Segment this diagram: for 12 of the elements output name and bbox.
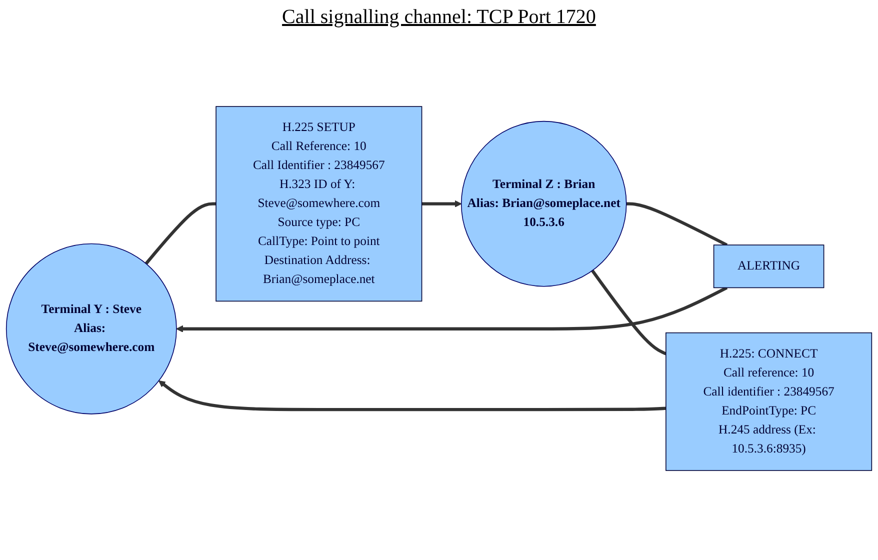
node-box: ALERTING bbox=[713, 244, 824, 288]
connector bbox=[626, 202, 728, 246]
arrow bbox=[158, 380, 666, 412]
node-box: H.225: CONNECT Call reference: 10 Call identifier : 23849567 EndPointType: PC H.245 address (Ex: 10.5.3.6:8935) bbox=[666, 332, 872, 471]
node-circle: Terminal Y : Steve Alias: Steve@somewhere.com bbox=[6, 243, 177, 414]
node-box: H.225 SETUP Call Reference: 10 Call Identifier : 23849567 H.323 ID of Y: Steve@somewhere.com Source type: PC CallType: Point to point Destination Address: Brian@someplace.net bbox=[216, 106, 422, 302]
node-circle: Terminal Z : Brian Alias: Brian@someplace.net 10.5.3.6 bbox=[460, 120, 627, 287]
connector bbox=[591, 270, 667, 356]
connector bbox=[144, 202, 216, 265]
arrow bbox=[176, 286, 728, 332]
diagram-title: Call signalling channel: TCP Port 1720 bbox=[281, 6, 597, 29]
arrow bbox=[422, 200, 462, 208]
